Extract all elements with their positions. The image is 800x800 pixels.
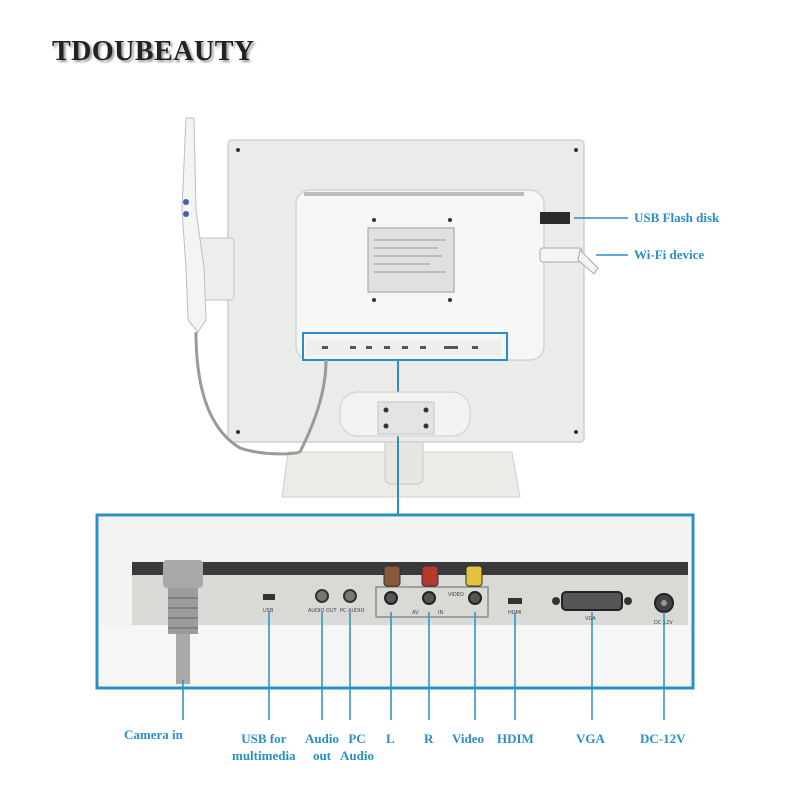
intraoral-camera: [181, 117, 207, 333]
panel-video-text: VIDEO: [448, 592, 464, 598]
label-pc-line1: PC: [348, 731, 366, 746]
av-r-jack: [422, 591, 436, 605]
highlight-box: [302, 332, 508, 361]
label-pc-line2: Audio: [340, 748, 374, 763]
label-vga: VGA: [576, 731, 605, 746]
wifi-dongle: [539, 247, 583, 263]
label-hdim: HDIM: [497, 731, 534, 746]
usb-port: [263, 594, 275, 600]
label-usb-line1: USB for: [241, 731, 287, 746]
label-usb-line2: multimedia: [232, 748, 296, 763]
label-l: L: [386, 731, 395, 746]
camera-cable: [194, 331, 301, 456]
label-video: Video: [452, 731, 485, 746]
label-pc-audio: PC Audio: [340, 730, 374, 764]
audio-out-jack: [315, 589, 329, 603]
vga-port: [561, 591, 623, 611]
wifi-callout: Wi-Fi device: [634, 247, 705, 262]
panel-vga-text: VGA: [585, 616, 596, 622]
label-audio-out: Audio out: [305, 730, 339, 764]
label-audio-line1: Audio: [305, 731, 339, 746]
panel-usb-text: USB: [263, 608, 274, 614]
spec-label: [367, 227, 455, 293]
label-camera-in: Camera in: [124, 727, 183, 742]
label-audio-line2: out: [312, 748, 332, 763]
leader-lines: [182, 612, 665, 720]
label-usb-multimedia: USB for multimedia: [232, 730, 296, 764]
brand-watermark: TDOUBEAUTY: [52, 36, 255, 67]
vent-slots: [304, 192, 524, 196]
rca-plugs: [383, 565, 483, 587]
panel-av-text: AV: [412, 610, 419, 616]
panel-pc-text: PC AUDIO: [340, 608, 365, 614]
camera-plug: [163, 560, 203, 684]
av-l-jack: [384, 591, 398, 605]
label-dc12v: DC-12V: [640, 731, 686, 746]
panel-in-text: IN: [438, 610, 443, 616]
usb-flash-callout: USB Flash disk: [634, 210, 720, 225]
pc-audio-jack: [343, 589, 357, 603]
label-r: R: [424, 731, 434, 746]
panel-audio-text: AUDIO OUT: [308, 608, 338, 614]
av-frame: [375, 586, 489, 618]
hdmi-port: [508, 598, 522, 604]
av-video-jack: [468, 591, 482, 605]
usb-flash-disk: [540, 212, 570, 224]
